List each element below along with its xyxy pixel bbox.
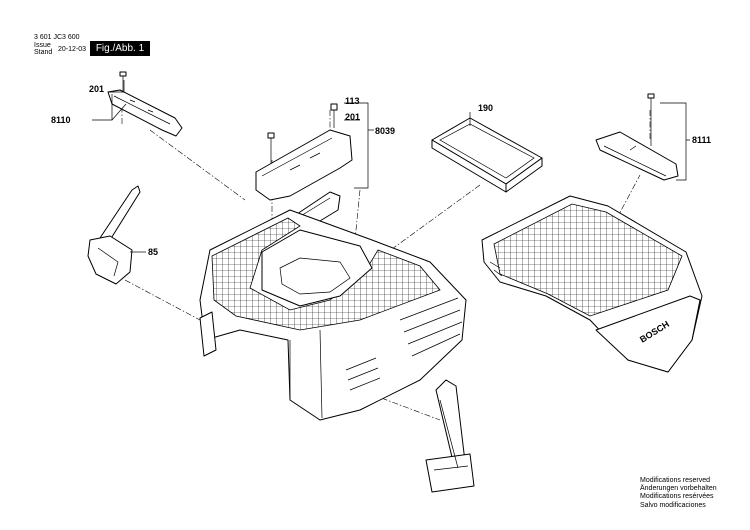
callout-201-left: 201 bbox=[89, 84, 104, 94]
note-line: Änderungen vorbehalten bbox=[640, 485, 717, 493]
figure-label: Fig./Abb. 1 bbox=[90, 41, 150, 56]
carrying-handle bbox=[425, 379, 475, 493]
modification-notes: Modifications reserved Änderungen vorbeh… bbox=[640, 477, 717, 510]
callout-201-mid: 201 bbox=[345, 112, 360, 122]
callout-8039: 8039 bbox=[375, 126, 395, 136]
screw-201-mid bbox=[267, 132, 275, 164]
hose-bracket-85 bbox=[87, 185, 141, 285]
leader-lines bbox=[92, 80, 690, 253]
callout-85: 85 bbox=[148, 247, 158, 257]
screw-8111 bbox=[647, 93, 655, 146]
issue-label: Issue bbox=[34, 42, 51, 49]
callout-8111: 8111 bbox=[692, 135, 711, 145]
handle-8110 bbox=[107, 89, 183, 137]
note-line: Modifications resérvées bbox=[640, 493, 714, 501]
part-number: 3 601 JC3 600 bbox=[34, 34, 80, 41]
note-line: Modifications reserved bbox=[640, 477, 711, 484]
top-cover bbox=[481, 195, 703, 373]
issue-date: 20-12-03 bbox=[58, 46, 87, 53]
handle-8111 bbox=[595, 131, 679, 181]
screw-113 bbox=[330, 103, 338, 128]
main-housing bbox=[199, 209, 467, 421]
callout-190: 190 bbox=[478, 103, 493, 113]
note-line: Salvo modificaciones bbox=[640, 501, 706, 509]
filter-190 bbox=[431, 117, 543, 193]
stand-label: Stand bbox=[34, 49, 53, 56]
callout-8110: 8110 bbox=[51, 115, 71, 125]
callout-113: 113 bbox=[345, 96, 360, 106]
